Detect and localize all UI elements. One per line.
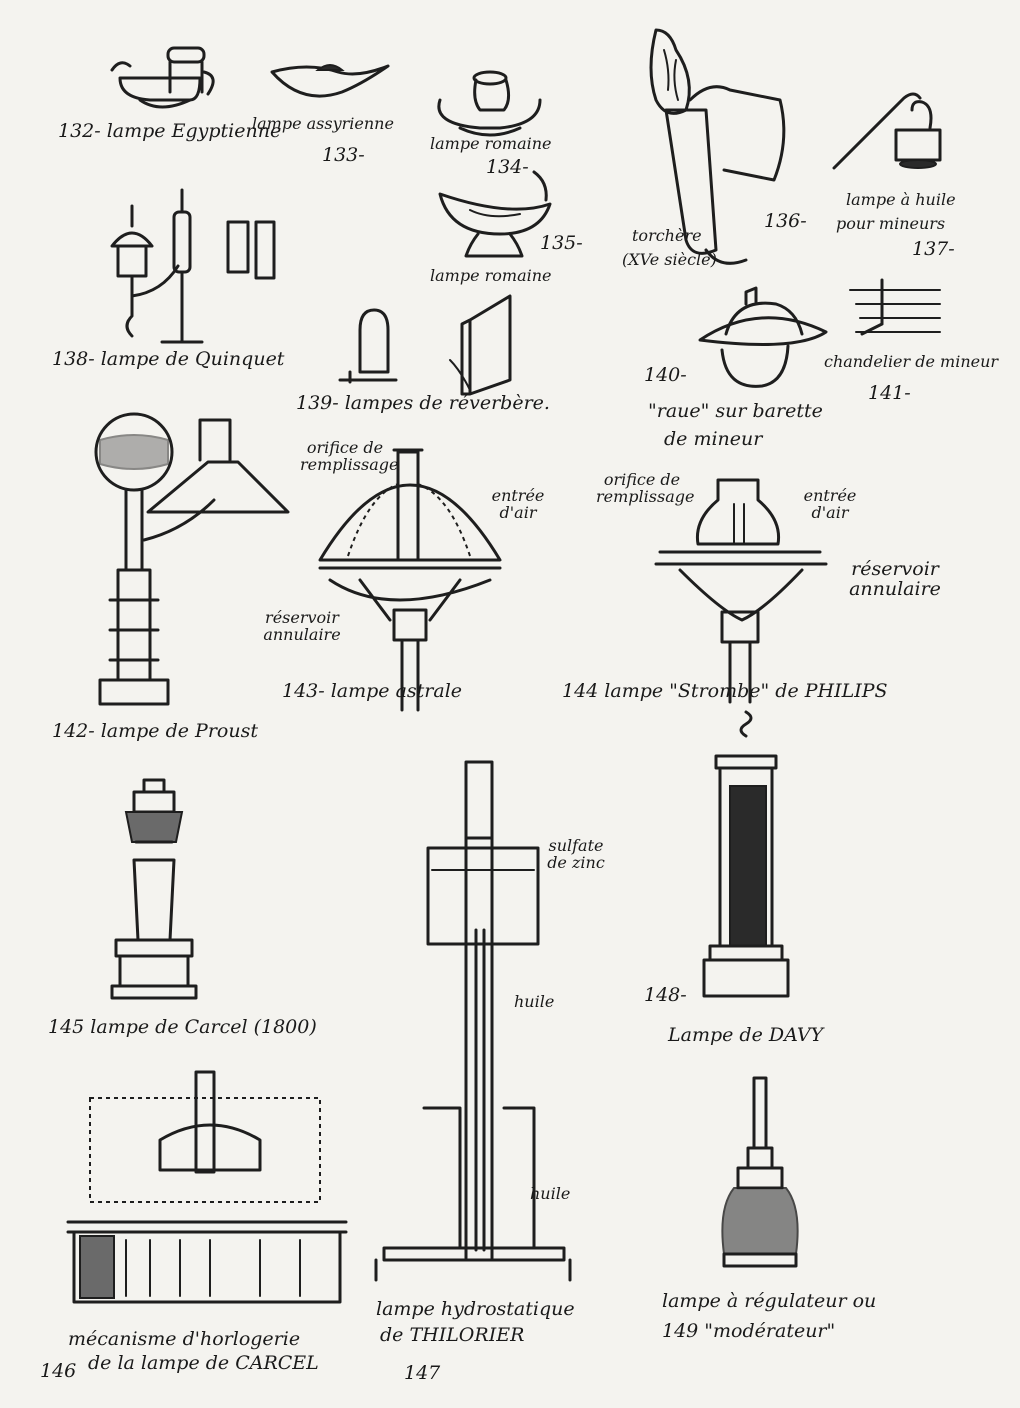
caption-144: 144 lampe "Strombe" de PHILIPS (562, 680, 888, 702)
label-144-air-inlet: entrée d'air (803, 486, 857, 522)
label-144-reservoir: réservoir annulaire (849, 558, 941, 600)
caption-148-number: 148- (644, 984, 687, 1006)
lamp-145-carcel (110, 778, 198, 1000)
lamp-142-proust (94, 412, 290, 706)
caption-146-line1: mécanisme d'horlogerie (68, 1328, 301, 1350)
caption-136-name: torchère (632, 226, 702, 245)
caption-140-number: 140- (644, 364, 687, 386)
caption-135-number: 135- (540, 232, 583, 254)
caption-147-line1: lampe hydrostatique (376, 1298, 575, 1320)
caption-134-name: lampe romaine (430, 134, 552, 153)
label-147-oil-lower: huile (530, 1184, 571, 1203)
caption-149-line1: lampe à régulateur ou (662, 1290, 877, 1312)
lamp-146-clockwork (66, 1070, 348, 1304)
lamp-136-torch (649, 28, 786, 265)
caption-148: Lampe de DAVY (668, 1024, 824, 1046)
caption-132: 132- lampe Egyptienne (58, 120, 282, 142)
lamp-147-thilorier (374, 760, 572, 1282)
label-143-air-inlet: entrée d'air (491, 486, 545, 522)
caption-136-date: (XVe siècle) (622, 250, 717, 269)
caption-137-line2: pour mineurs (836, 214, 946, 233)
lamp-140-miner-hat (698, 286, 828, 388)
lamp-143-astral (318, 448, 502, 712)
label-144-filling-hole: orifice de remplissage (596, 470, 695, 506)
lamp-135-roman (438, 170, 552, 258)
label-143-filling-hole: orifice de remplissage (300, 438, 399, 474)
caption-149-line2: 149 "modérateur" (662, 1320, 836, 1342)
caption-134-number: 134- (486, 156, 529, 178)
lamp-141-miner-candlestick (849, 278, 941, 336)
label-143-reservoir: réservoir annulaire (263, 608, 341, 644)
label-147-zinc-sulfate: sulfate de zinc (547, 836, 605, 872)
lamp-149-moderator (721, 1076, 799, 1268)
lamp-133-assyrian (270, 64, 390, 98)
lamp-139-reverbere (338, 294, 512, 396)
caption-139: 139- lampes de réverbère. (296, 392, 550, 414)
caption-142: 142- lampe de Proust (52, 720, 258, 742)
caption-135-name: lampe romaine (430, 266, 552, 285)
caption-147-line2: de THILORIER (380, 1324, 525, 1346)
label-147-oil-upper: huile (514, 992, 555, 1011)
caption-140-line1: "raue" sur barette (648, 400, 823, 422)
caption-143: 143- lampe astrale (282, 680, 463, 702)
lamp-144-strombe (654, 478, 828, 704)
caption-145: 145 lampe de Carcel (1800) (48, 1016, 317, 1038)
caption-138: 138- lampe de Quinquet (52, 348, 285, 370)
caption-133-number: 133- (322, 144, 365, 166)
lamp-132-egyptian (110, 46, 215, 109)
caption-137-line1: lampe à huile (846, 190, 956, 209)
caption-146-number: 146 (40, 1360, 77, 1382)
caption-133-name: lampe assyrienne (252, 114, 394, 133)
lamp-148-davy (702, 710, 790, 998)
caption-146-line2: de la lampe de CARCEL (88, 1352, 319, 1374)
caption-137-number: 137- (912, 238, 955, 260)
lamp-137-miner-oil (832, 92, 942, 170)
lamp-138-quinquet (110, 188, 276, 344)
caption-140-line2: de mineur (664, 428, 763, 450)
caption-141-number: 141- (868, 382, 911, 404)
caption-141-name: chandelier de mineur (824, 352, 999, 371)
caption-147-number: 147 (404, 1362, 441, 1384)
lamp-134-roman (437, 70, 542, 137)
caption-136-number: 136- (764, 210, 807, 232)
